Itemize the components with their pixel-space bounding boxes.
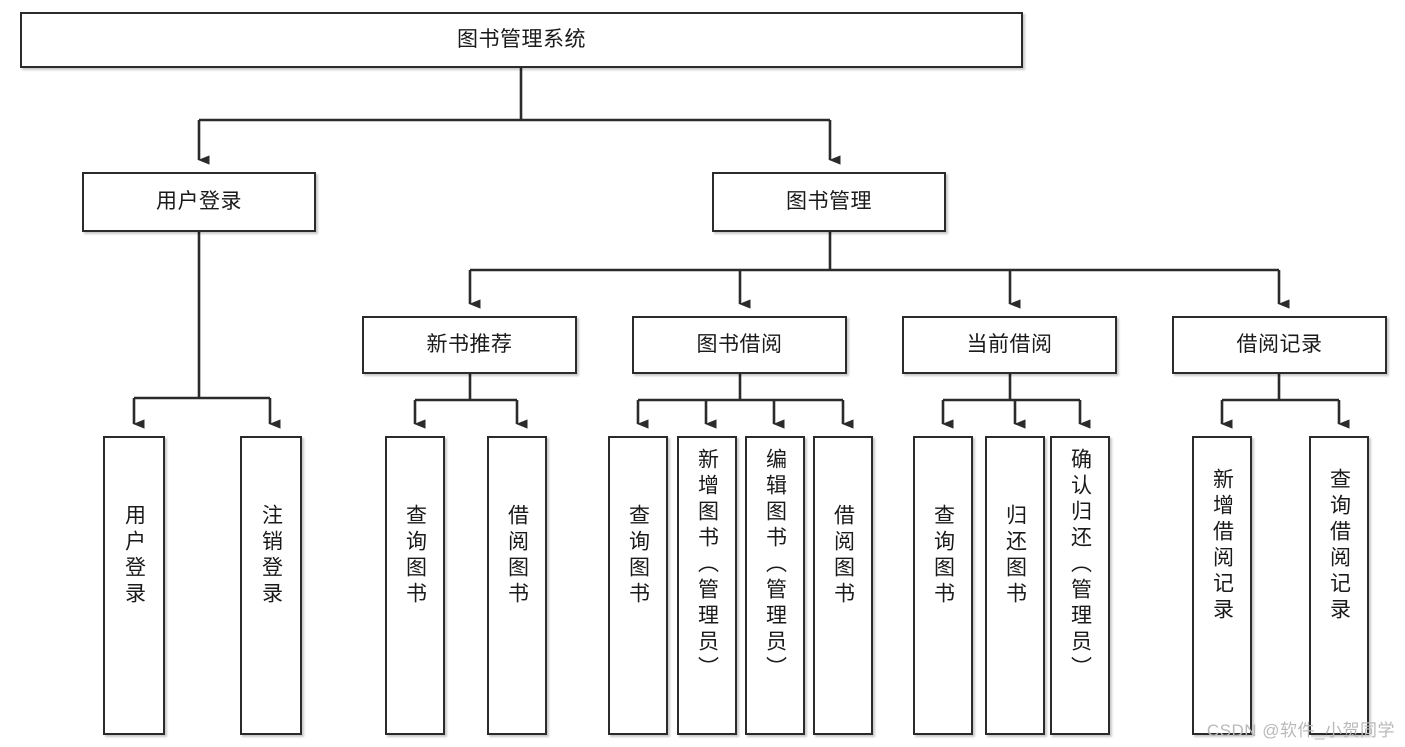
- leaf-borrow-edit-book-admin-label: 编辑图书（管理员）: [763, 448, 787, 682]
- leaf-current-return-book-label: 归还图书: [1003, 504, 1027, 608]
- node-book-borrow-label: 图书借阅: [696, 333, 783, 357]
- csdn-watermark: CSDN @软件_小贺同学: [1206, 721, 1395, 740]
- leaf-user-logout-label: 注销登录: [259, 504, 283, 608]
- leaf-current-return-book[interactable]: 归还图书: [985, 436, 1045, 735]
- node-book-management-label: 图书管理: [786, 190, 872, 214]
- leaf-current-query-book-label: 查询图书: [931, 504, 955, 608]
- leaf-borrow-query-book[interactable]: 查询图书: [608, 436, 668, 735]
- leaf-newbook-borrow-book[interactable]: 借阅图书: [487, 436, 547, 735]
- leaf-borrow-edit-book-admin[interactable]: 编辑图书（管理员）: [745, 436, 805, 735]
- leaf-records-query-record[interactable]: 查询借阅记录: [1309, 436, 1369, 735]
- node-current-borrow-label: 当前借阅: [966, 333, 1053, 357]
- leaf-user-logout[interactable]: 注销登录: [240, 436, 302, 735]
- node-book-borrow[interactable]: 图书借阅: [632, 316, 847, 374]
- leaf-user-login[interactable]: 用户登录: [103, 436, 165, 735]
- node-borrow-records[interactable]: 借阅记录: [1172, 316, 1387, 374]
- leaf-records-query-record-label: 查询借阅记录: [1327, 468, 1351, 624]
- leaf-newbook-query-book-label: 查询图书: [403, 504, 427, 608]
- leaf-borrow-borrow-book[interactable]: 借阅图书: [813, 436, 873, 735]
- node-current-borrow[interactable]: 当前借阅: [902, 316, 1117, 374]
- node-root-label: 图书管理系统: [457, 28, 586, 52]
- leaf-records-add-record[interactable]: 新增借阅记录: [1192, 436, 1252, 735]
- node-user-login[interactable]: 用户登录: [82, 172, 316, 232]
- leaf-borrow-add-book-admin-label: 新增图书（管理员）: [695, 448, 719, 682]
- leaf-records-add-record-label: 新增借阅记录: [1210, 468, 1234, 624]
- node-user-login-label: 用户登录: [156, 190, 242, 214]
- leaf-borrow-borrow-book-label: 借阅图书: [831, 504, 855, 608]
- leaf-current-confirm-return-admin-label: 确认归还（管理员）: [1068, 448, 1092, 682]
- leaf-borrow-add-book-admin[interactable]: 新增图书（管理员）: [677, 436, 737, 735]
- node-book-management[interactable]: 图书管理: [712, 172, 946, 232]
- node-new-book-recommend[interactable]: 新书推荐: [362, 316, 577, 374]
- leaf-user-login-label: 用户登录: [122, 504, 146, 608]
- leaf-newbook-query-book[interactable]: 查询图书: [385, 436, 445, 735]
- leaf-current-confirm-return-admin[interactable]: 确认归还（管理员）: [1050, 436, 1110, 735]
- node-borrow-records-label: 借阅记录: [1236, 333, 1323, 357]
- node-new-book-recommend-label: 新书推荐: [426, 333, 513, 357]
- leaf-current-query-book[interactable]: 查询图书: [913, 436, 973, 735]
- leaf-borrow-query-book-label: 查询图书: [626, 504, 650, 608]
- node-root[interactable]: 图书管理系统: [20, 12, 1023, 68]
- leaf-newbook-borrow-book-label: 借阅图书: [505, 504, 529, 608]
